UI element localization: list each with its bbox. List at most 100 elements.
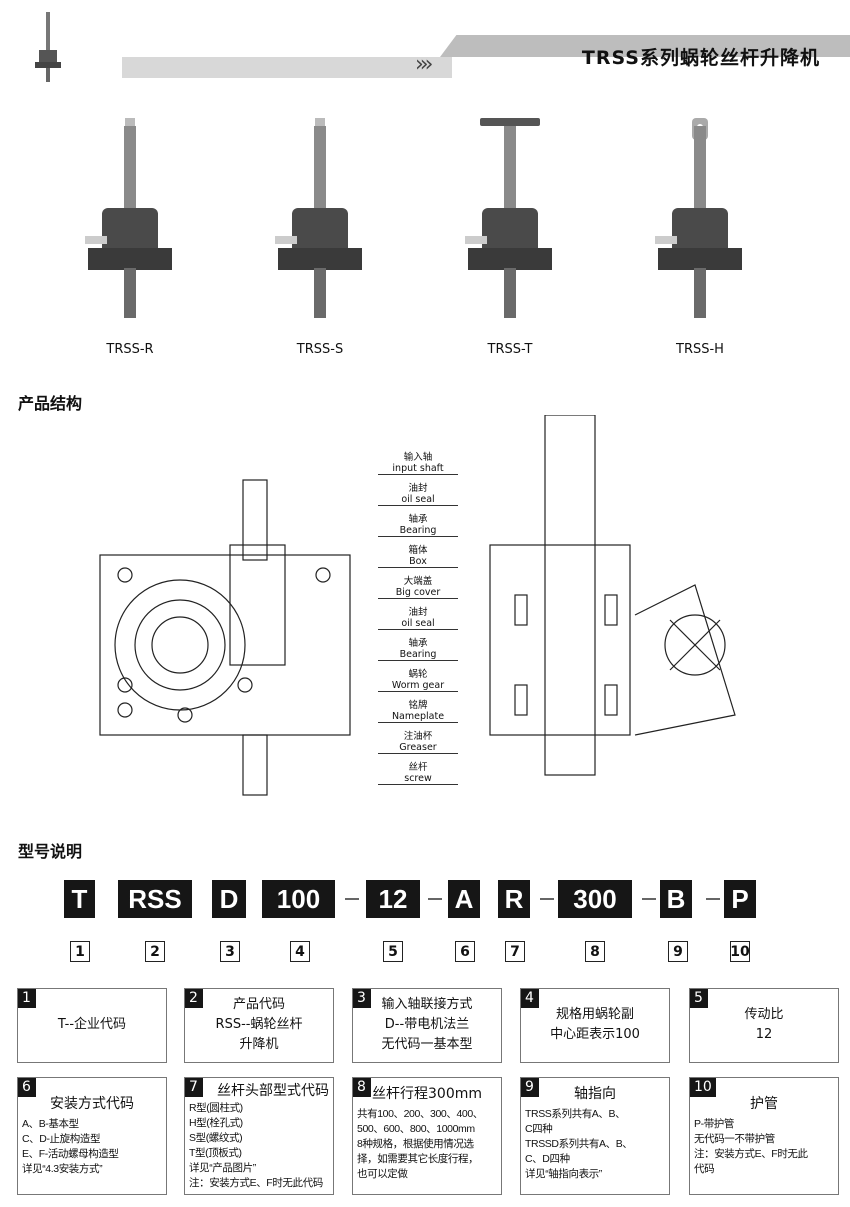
model-code: R (498, 880, 530, 918)
desc-number: 4 (521, 989, 539, 1008)
desc-line: 详见“轴指向表示” (525, 1168, 602, 1180)
description-box: 2 产品代码 RSS--蜗轮丝杆 升降机 (184, 988, 334, 1063)
desc-line: 详见“4.3安装方式” (22, 1163, 103, 1175)
product-image (275, 118, 362, 318)
desc-line: E、F-活动螺母构造型 (22, 1148, 119, 1160)
model-code: B (660, 880, 692, 918)
desc-line: T型(顶板式) (189, 1147, 242, 1159)
part-label-cn: 箱体 (408, 545, 428, 556)
desc-line: H型(栓孔式) (189, 1117, 243, 1129)
model-code-number: 7 (505, 941, 525, 962)
model-code-number: 10 (730, 941, 750, 962)
desc-line: 500、600、800、1000mm (357, 1123, 475, 1135)
desc-line: 共有100、200、300、400、 (357, 1108, 483, 1120)
desc-line: C四种 (525, 1123, 553, 1135)
desc-number: 7 (185, 1078, 203, 1097)
model-code: 300 (558, 880, 632, 918)
model-code-number: 4 (290, 941, 310, 962)
desc-title: T--企业代码 (57, 1017, 127, 1032)
desc-number: 6 (18, 1078, 36, 1097)
structure-drawing (99, 415, 736, 796)
part-label-en: Nameplate (391, 711, 445, 722)
part-label-cn: 油封 (408, 483, 428, 494)
desc-line: S型(螺纹式) (189, 1132, 243, 1144)
part-label-en: Worm gear (391, 680, 445, 691)
model-code: D (212, 880, 246, 918)
desc-line: R型(圆柱式) (189, 1102, 243, 1114)
part-label-en: Big cover (395, 587, 441, 598)
product-image (655, 118, 742, 318)
desc-line: 8种规格，根据使用情况选 (357, 1138, 474, 1150)
model-code: A (448, 880, 480, 918)
product-image (85, 118, 172, 318)
model-code-number: 8 (585, 941, 605, 962)
model-code: 100 (262, 880, 335, 918)
part-label-en: screw (404, 773, 432, 784)
part-label-cn: 轴承 (408, 514, 428, 525)
model-code: RSS (118, 880, 192, 918)
dash (428, 898, 442, 900)
part-label-en: oil seal (401, 494, 435, 505)
model-code: P (724, 880, 756, 918)
part-label-cn: 大端盖 (403, 576, 433, 587)
part-label-cn: 蜗轮 (408, 669, 428, 680)
desc-line: 详见“产品图片” (189, 1162, 256, 1174)
dash (540, 898, 554, 900)
desc-line: 也可以定做 (357, 1168, 408, 1180)
desc-line: 注：安装方式E、F时无此代码 (189, 1177, 323, 1189)
desc-title: 安装方式代码 (50, 1096, 134, 1112)
header-logo-icon (33, 12, 63, 86)
desc-number: 8 (353, 1078, 371, 1097)
part-label-en: Box (409, 556, 427, 567)
desc-title: 护管 (750, 1096, 778, 1112)
dash (345, 898, 359, 900)
header-bar (122, 57, 452, 78)
part-label-en: Bearing (399, 525, 437, 536)
model-code-number: 3 (220, 941, 240, 962)
desc-number: 2 (185, 989, 203, 1008)
description-box: 4 规格用蜗轮副 中心距表示100 (520, 988, 670, 1063)
desc-line: A、B-基本型 (22, 1118, 79, 1130)
description-box: 6 安装方式代码 A、B-基本型 C、D-止旋构造型 E、F-活动螺母构造型详见“4.3… (17, 1077, 167, 1195)
part-label-cn: 输入轴 (403, 452, 433, 463)
desc-title: 规格用蜗轮副 中心距表示100 (550, 1007, 640, 1042)
desc-title: 轴指向 (574, 1086, 616, 1102)
header-band (440, 35, 850, 57)
model-code-number: 2 (145, 941, 165, 962)
part-label-en: Greaser (399, 742, 437, 753)
desc-number: 9 (521, 1078, 539, 1097)
model-code: 12 (366, 880, 420, 918)
desc-title: 丝杆头部型式代码 (217, 1083, 329, 1099)
description-box: 7 丝杆头部型式代码 R型(圆柱式) H型(栓孔式) S型(螺纹式) T型(顶板式) 详见“… (184, 1077, 334, 1195)
desc-line: C、D-止旋构造型 (22, 1133, 101, 1145)
product-image (465, 118, 552, 318)
structure-heading: 产品结构 (18, 394, 83, 413)
part-label-en: Bearing (399, 649, 437, 660)
product-label: TRSS-S (296, 342, 344, 357)
desc-title: 传动比 12 (744, 1007, 784, 1042)
desc-line: 注：安装方式E、F时无此 (694, 1148, 808, 1160)
chevron-icon: ››› (415, 52, 434, 77)
product-label: TRSS-R (106, 342, 154, 357)
desc-line: TRSSD系列共有A、B、 (525, 1138, 633, 1150)
desc-line: 无代码一不带护管 (694, 1133, 775, 1145)
desc-line: C、D四种 (525, 1153, 570, 1165)
desc-line: 代码 (694, 1163, 715, 1175)
product-label: TRSS-T (487, 342, 533, 357)
desc-title: 产品代码 RSS--蜗轮丝杆 升降机 (215, 997, 303, 1052)
part-label-cn: 轴承 (408, 638, 428, 649)
model-code-number: 1 (70, 941, 90, 962)
desc-number: 10 (690, 1078, 716, 1097)
model-code-number: 5 (383, 941, 403, 962)
